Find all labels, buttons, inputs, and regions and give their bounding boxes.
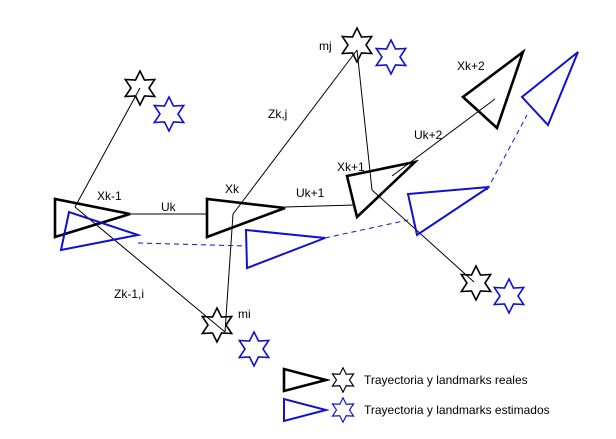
pose-real-k-1 bbox=[53, 197, 131, 239]
label-m-i: mi bbox=[238, 307, 251, 321]
est-landmark-mj-icon bbox=[374, 38, 408, 76]
est-landmark-right-icon bbox=[492, 277, 526, 315]
legend: Trayectoria y landmarks reales Trayector… bbox=[282, 366, 550, 424]
line-pose-k1-to-landmark-mj bbox=[356, 49, 373, 191]
legend-real-triangle-icon bbox=[282, 367, 332, 393]
line-pose-k1-to-landmark-right bbox=[371, 189, 475, 283]
label-u-k: Uk bbox=[161, 200, 177, 214]
estimated-poses bbox=[59, 51, 579, 270]
label-z-k-j: Zk,j bbox=[268, 107, 287, 121]
pose-est-k-plus-2 bbox=[520, 51, 579, 127]
legend-real-star-icon bbox=[331, 366, 355, 394]
est-landmark-mi-icon bbox=[237, 330, 271, 368]
real-landmark-mj-icon bbox=[340, 26, 374, 64]
label-x-k-plus-1: Xk+1 bbox=[337, 160, 365, 174]
legend-est-triangle-icon bbox=[283, 397, 330, 423]
pose-est-k bbox=[244, 228, 326, 270]
dash-est-3 bbox=[486, 114, 528, 191]
estimated-trajectory-lines bbox=[137, 114, 528, 247]
label-x-k-minus-1: Xk-1 bbox=[97, 189, 122, 203]
legend-est-star-icon bbox=[331, 396, 355, 424]
legend-real-label: Trayectoria y landmarks reales bbox=[364, 373, 528, 387]
pose-real-k-plus-1 bbox=[345, 159, 420, 220]
real-landmark-mi-icon bbox=[200, 306, 234, 344]
pose-real-k-plus-2 bbox=[460, 48, 526, 131]
label-z-k-minus-1-i: Zk-1,i bbox=[114, 287, 144, 301]
legend-est-label: Trayectoria y landmarks estimados bbox=[364, 403, 550, 417]
label-u-k-plus-2: Uk+2 bbox=[414, 128, 443, 142]
real-poses bbox=[53, 48, 526, 239]
line-pose-k-1-to-landmark-top-left bbox=[74, 87, 141, 208]
diagram-labels: Xk-1 Uk Xk Uk+1 Xk+1 Uk+2 Xk+2 Zk,j Zk-1… bbox=[97, 39, 485, 321]
label-m-j: mj bbox=[319, 39, 332, 53]
landmarks bbox=[123, 26, 526, 368]
line-pose-k-1-to-landmark-mi bbox=[74, 206, 226, 333]
label-u-k-plus-1: Uk+1 bbox=[296, 186, 325, 200]
line-zkj bbox=[232, 49, 358, 215]
line-uk-plus-1 bbox=[284, 204, 356, 208]
pose-est-k-1 bbox=[59, 210, 142, 252]
pose-est-k-plus-1 bbox=[406, 186, 490, 237]
est-landmark-top-left-icon bbox=[152, 95, 186, 133]
label-x-k-plus-2: Xk+2 bbox=[457, 59, 485, 73]
label-x-k: Xk bbox=[225, 182, 240, 196]
real-landmark-right-icon bbox=[459, 264, 493, 302]
dash-est-1 bbox=[137, 242, 248, 247]
real-landmark-top-left-icon bbox=[123, 69, 157, 107]
line-pose-k-to-landmark-mi bbox=[224, 213, 234, 333]
dash-est-2 bbox=[324, 219, 409, 239]
pose-real-k bbox=[205, 197, 286, 239]
